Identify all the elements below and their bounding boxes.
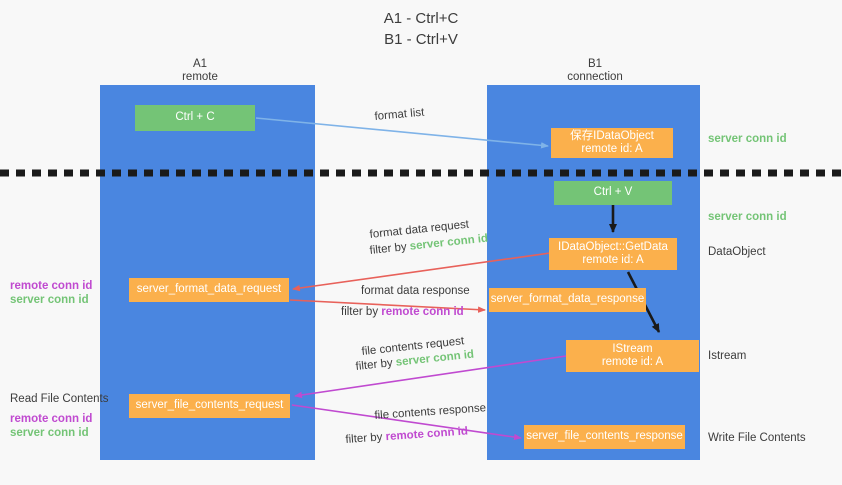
box-server-file-contents-response-label: server_file_contents_response (526, 430, 683, 443)
filter-by-text: filter by (345, 431, 387, 446)
label-left-remote-conn-id-low: remote conn id (10, 413, 93, 425)
column-header-b1: B1 connection (535, 58, 655, 84)
label-file-contents-response: file contents response (374, 402, 487, 422)
label-istream: Istream (708, 350, 747, 362)
filter-by-text: filter by (369, 240, 411, 257)
label-format-list: format list (374, 106, 425, 123)
box-server-format-data-request-label: server_format_data_request (136, 283, 282, 296)
label-right-server-conn-id-top: server conn id (708, 133, 787, 145)
column-header-a1: A1 remote (140, 58, 260, 84)
box-save-idataobject-line1: 保存IDataObject (570, 129, 654, 142)
box-server-format-data-response[interactable]: server_format_data_response (489, 288, 646, 312)
label-write-file-contents: Write File Contents (708, 432, 806, 444)
box-server-file-contents-request-label: server_file_contents_request (135, 399, 284, 412)
label-left-server-conn-id-mid: server conn id (10, 294, 89, 306)
label-right-server-conn-id-mid: server conn id (708, 211, 787, 223)
box-server-format-data-response-label: server_format_data_response (490, 293, 645, 306)
column-header-b1-name: B1 (587, 58, 603, 70)
box-getdata-line2: remote id: A (582, 254, 644, 266)
box-istream-line1: IStream (612, 342, 653, 355)
column-header-a1-name: A1 (192, 58, 208, 70)
box-istream-line2: remote id: A (601, 356, 664, 368)
box-ctrl-c[interactable]: Ctrl + C (135, 105, 255, 131)
box-ctrl-c-label: Ctrl + C (175, 111, 215, 124)
remote-conn-id-text: remote conn id (385, 425, 469, 444)
box-ctrl-v-label: Ctrl + V (593, 186, 633, 199)
page-title: A1 - Ctrl+C B1 - Ctrl+V (0, 8, 842, 50)
label-dataobject: DataObject (708, 246, 766, 258)
box-server-file-contents-response[interactable]: server_file_contents_response (524, 425, 685, 449)
label-format-data-response-filter: filter by remote conn id (341, 305, 464, 319)
box-ctrl-v[interactable]: Ctrl + V (554, 181, 672, 205)
label-format-data-response: format data response (361, 285, 470, 297)
column-header-b1-sub: connection (567, 71, 623, 83)
box-server-format-data-request[interactable]: server_format_data_request (129, 278, 289, 302)
remote-conn-id-text: remote conn id (381, 306, 464, 318)
label-left-remote-conn-id-mid: remote conn id (10, 280, 93, 292)
label-left-server-conn-id-low: server conn id (10, 427, 89, 439)
box-getdata-line1: IDataObject::GetData (558, 240, 668, 253)
box-save-idataobject[interactable]: 保存IDataObject remote id: A (551, 128, 673, 158)
title-line-1: A1 - Ctrl+C (383, 10, 459, 27)
box-server-file-contents-request[interactable]: server_file_contents_request (129, 394, 290, 418)
column-header-a1-sub: remote (182, 71, 218, 83)
filter-by-text: filter by (355, 356, 397, 373)
label-file-contents-response-filter: filter by remote conn id (345, 424, 468, 447)
label-read-file-contents: Read File Contents (10, 393, 109, 405)
box-idataobject-getdata[interactable]: IDataObject::GetData remote id: A (549, 238, 677, 270)
box-save-idataobject-line2: remote id: A (581, 143, 643, 155)
title-line-2: B1 - Ctrl+V (384, 31, 458, 48)
box-istream[interactable]: IStream remote id: A (566, 340, 699, 372)
filter-by-text: filter by (341, 306, 382, 318)
